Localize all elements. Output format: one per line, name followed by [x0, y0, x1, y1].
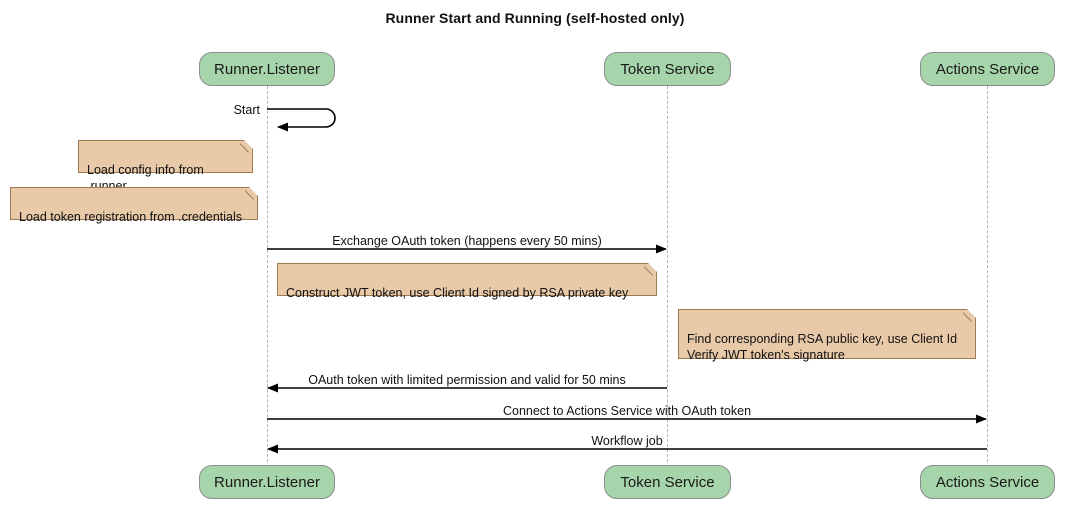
participant-runner-listener-bottom[interactable]: Runner.Listener [199, 465, 335, 499]
participant-label: Actions Service [935, 60, 1040, 78]
note-fold-line-icon [245, 187, 258, 200]
participant-label: Runner.Listener [214, 473, 320, 491]
note-fold-line-icon [963, 309, 976, 322]
note-verify-jwt: Find corresponding RSA public key, use C… [678, 309, 976, 362]
note-text: Load token registration from .credential… [19, 210, 243, 224]
message-label-oauth-token-response: OAuth token with limited permission and … [308, 373, 626, 387]
message-label-workflow-job: Workflow job [591, 434, 663, 448]
note-fold-line-icon [644, 263, 657, 276]
message-label-connect-actions-service: Connect to Actions Service with OAuth to… [502, 404, 752, 418]
participant-label: Runner.Listener [214, 60, 320, 78]
lifeline-runner [267, 86, 268, 462]
participant-token-service-bottom[interactable]: Token Service [604, 465, 731, 499]
participant-runner-listener-top[interactable]: Runner.Listener [199, 52, 335, 86]
message-label-exchange-oauth-token: Exchange OAuth token (happens every 50 m… [332, 234, 602, 248]
participant-label: Token Service [620, 60, 715, 78]
participant-actions-service-top[interactable]: Actions Service [920, 52, 1055, 86]
participant-label: Token Service [620, 473, 715, 491]
note-text: Find corresponding RSA public key, use C… [687, 332, 958, 362]
participant-actions-service-bottom[interactable]: Actions Service [920, 465, 1055, 499]
message-label-start: Start [233, 103, 260, 117]
note-load-config: Load config info from .runner [78, 140, 253, 193]
note-text: Construct JWT token, use Client Id signe… [286, 286, 629, 300]
arrow-start-self [267, 108, 336, 132]
lifeline-actions [987, 86, 988, 462]
participant-label: Actions Service [935, 473, 1040, 491]
note-construct-jwt: Construct JWT token, use Client Id signe… [277, 263, 657, 300]
note-load-token-registration: Load token registration from .credential… [10, 187, 258, 224]
page-title: Runner Start and Running (self-hosted on… [385, 10, 685, 26]
lifeline-token [667, 86, 668, 462]
note-fold-line-icon [240, 140, 253, 153]
participant-token-service-top[interactable]: Token Service [604, 52, 731, 86]
